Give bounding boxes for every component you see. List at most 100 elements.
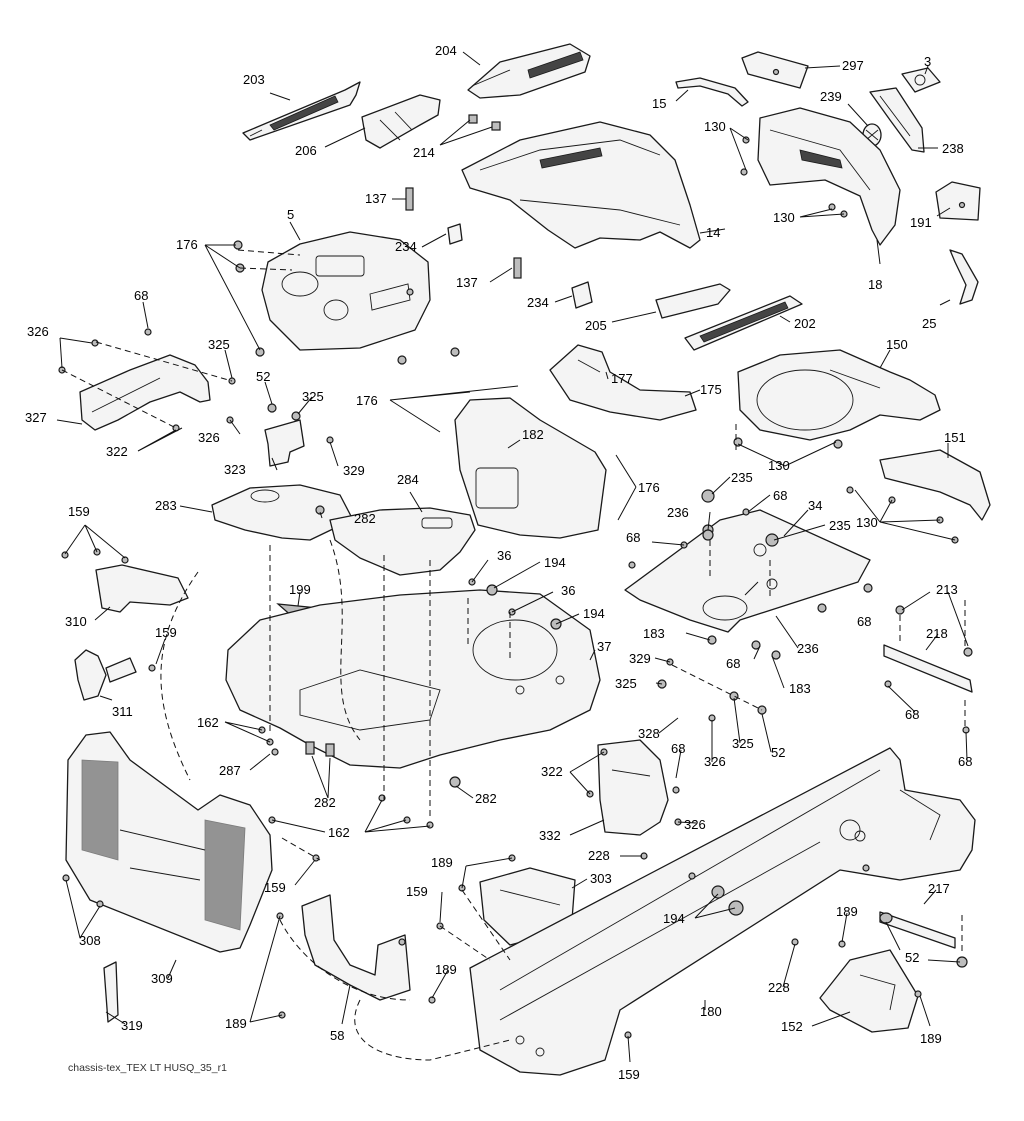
label-329-a: 329 — [343, 463, 365, 478]
label-238: 238 — [942, 141, 964, 156]
label-183-b: 183 — [789, 681, 811, 696]
label-130-d: 130 — [856, 515, 878, 530]
part-202-grille — [684, 295, 803, 351]
label-282-a: 282 — [354, 511, 376, 526]
label-189-e: 189 — [920, 1031, 942, 1046]
label-189-b: 189 — [836, 904, 858, 919]
label-311: 311 — [112, 704, 133, 719]
label-218: 218 — [926, 626, 948, 641]
label-68-a: 68 — [134, 288, 148, 303]
part-150-pan — [737, 349, 941, 441]
part-214-clips — [468, 114, 501, 131]
label-234-b: 234 — [527, 295, 549, 310]
label-228-b: 228 — [768, 980, 790, 995]
label-332: 332 — [539, 828, 561, 843]
label-151: 151 — [944, 430, 966, 445]
label-323: 323 — [224, 462, 246, 477]
label-191: 191 — [910, 215, 932, 230]
part-327-panel — [79, 354, 211, 431]
label-217: 217 — [928, 881, 950, 896]
part-203-duct — [242, 81, 361, 141]
label-199: 199 — [289, 582, 311, 597]
part-323-bracket — [264, 419, 305, 467]
label-137-a: 137 — [365, 191, 387, 206]
label-176-a: 176 — [176, 237, 198, 252]
part-15-trim — [675, 77, 749, 107]
label-130-c: 130 — [768, 458, 790, 473]
part-labels: 203 204 297 3 15 239 130 238 206 214 137… — [25, 43, 972, 1082]
label-234-a: 234 — [395, 239, 417, 254]
label-14: 14 — [706, 225, 720, 240]
leader-lines — [56, 51, 969, 1063]
label-37: 37 — [597, 639, 611, 654]
label-175: 175 — [700, 382, 722, 397]
label-68-h: 68 — [958, 754, 972, 769]
label-130-a: 130 — [704, 119, 726, 134]
label-189-d: 189 — [225, 1016, 247, 1031]
label-206: 206 — [295, 143, 317, 158]
label-282-b: 282 — [314, 795, 336, 810]
label-287: 287 — [219, 763, 241, 778]
diagram-caption: chassis-tex_TEX LT HUSQ_35_r1 — [68, 1062, 227, 1074]
label-282-c: 282 — [475, 791, 497, 806]
label-15: 15 — [652, 96, 666, 111]
label-36-a: 36 — [497, 548, 511, 563]
part-137-insert-b — [513, 257, 522, 279]
label-310: 310 — [65, 614, 87, 629]
label-322-a: 322 — [106, 444, 128, 459]
part-5-dash — [261, 231, 431, 351]
part-34-plate — [624, 509, 871, 633]
label-297: 297 — [842, 58, 864, 73]
label-309: 309 — [151, 971, 173, 986]
label-329-b: 329 — [629, 651, 651, 666]
label-214: 214 — [413, 145, 435, 160]
label-183-a: 183 — [643, 626, 665, 641]
alignment-lines — [61, 249, 966, 1061]
part-310-bracket — [95, 564, 189, 613]
label-194-a: 194 — [544, 555, 566, 570]
label-5: 5 — [287, 207, 294, 222]
label-235-b: 235 — [829, 518, 851, 533]
label-236-b: 236 — [797, 641, 819, 656]
part-283-fender-front — [211, 484, 353, 541]
label-177: 177 — [611, 371, 633, 386]
label-202: 202 — [794, 316, 816, 331]
label-325-a: 325 — [208, 337, 230, 352]
label-58: 58 — [330, 1028, 344, 1043]
label-52-b: 52 — [771, 745, 785, 760]
part-319-strip — [103, 961, 119, 1023]
label-325-c: 325 — [615, 676, 637, 691]
part-311-bracket — [74, 649, 137, 701]
label-150: 150 — [886, 337, 908, 352]
label-159-c: 159 — [264, 880, 286, 895]
label-239: 239 — [820, 89, 842, 104]
part-58-bracket — [301, 894, 411, 1001]
label-194-c: 194 — [663, 911, 685, 926]
label-68-g: 68 — [671, 741, 685, 756]
label-68-f: 68 — [905, 707, 919, 722]
label-137-b: 137 — [456, 275, 478, 290]
label-159-a: 159 — [68, 504, 90, 519]
part-37-body — [225, 589, 601, 769]
label-319: 319 — [121, 1018, 143, 1033]
label-326-c: 326 — [704, 754, 726, 769]
label-68-d: 68 — [857, 614, 871, 629]
label-52-c: 52 — [905, 950, 919, 965]
label-189-c: 189 — [435, 962, 457, 977]
label-162-b: 162 — [328, 825, 350, 840]
part-205-grille — [655, 283, 731, 319]
label-228-a: 228 — [588, 848, 610, 863]
label-204: 204 — [435, 43, 457, 58]
part-152-plate — [819, 949, 919, 1033]
label-18: 18 — [868, 277, 882, 292]
label-236-a: 236 — [667, 505, 689, 520]
label-159-d: 159 — [406, 884, 428, 899]
label-326-a: 326 — [27, 324, 49, 339]
part-309-grille — [65, 731, 273, 953]
part-332-shield — [597, 739, 669, 836]
part-238-panel — [869, 87, 925, 153]
label-182: 182 — [522, 427, 544, 442]
label-159-b: 159 — [155, 625, 177, 640]
label-322-b: 322 — [541, 764, 563, 779]
